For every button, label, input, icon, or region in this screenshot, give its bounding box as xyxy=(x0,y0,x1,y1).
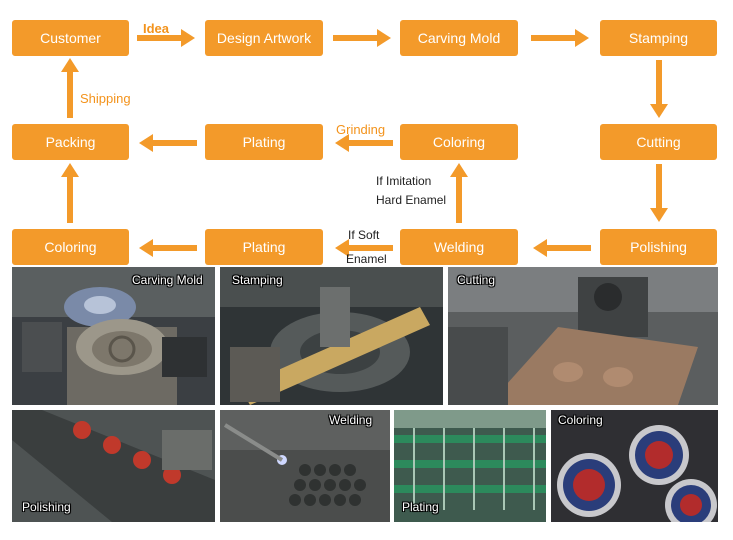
step-plating-bottom: Plating xyxy=(205,229,323,265)
caption-plating: Plating xyxy=(402,500,439,514)
arrow-up-icon xyxy=(61,163,79,223)
label-soft-line2: Enamel xyxy=(346,252,387,266)
cutting-image xyxy=(448,267,718,405)
step-coloring-mid: Coloring xyxy=(400,124,518,160)
photo-plating xyxy=(394,410,546,522)
label-imitation-line1: If Imitation xyxy=(376,174,432,188)
carving-mold-image xyxy=(12,267,215,405)
arrow-left-icon xyxy=(335,239,393,257)
arrow-right-icon xyxy=(137,29,195,47)
step-customer: Customer xyxy=(12,20,129,56)
step-cutting: Cutting xyxy=(600,124,717,160)
caption-stamping: Stamping xyxy=(232,273,283,287)
coloring-image xyxy=(551,410,718,522)
step-welding: Welding xyxy=(400,229,518,265)
arrow-left-icon xyxy=(139,134,197,152)
label-shipping: Shipping xyxy=(80,91,131,106)
arrow-up-icon xyxy=(61,58,79,118)
plating-image xyxy=(394,410,546,522)
label-idea: Idea xyxy=(143,21,170,36)
step-plating-top: Plating xyxy=(205,124,323,160)
arrow-right-icon xyxy=(531,29,589,47)
step-carving-mold: Carving Mold xyxy=(400,20,518,56)
arrow-left-icon xyxy=(533,239,591,257)
step-stamping: Stamping xyxy=(600,20,717,56)
arrow-right-icon xyxy=(333,29,391,47)
step-design-artwork: Design Artwork xyxy=(205,20,323,56)
caption-coloring: Coloring xyxy=(558,413,603,427)
arrow-down-icon xyxy=(650,60,668,118)
caption-polishing: Polishing xyxy=(22,500,71,514)
step-packing: Packing xyxy=(12,124,129,160)
arrow-left-icon xyxy=(335,134,393,152)
caption-cutting: Cutting xyxy=(457,273,496,287)
photo-coloring xyxy=(551,410,718,522)
label-soft-line1: If Soft xyxy=(348,228,380,242)
step-coloring-bottom: Coloring xyxy=(12,229,129,265)
welding-image xyxy=(220,410,390,522)
label-imitation-line2: Hard Enamel xyxy=(376,193,447,207)
photo-cutting xyxy=(448,267,718,405)
stamping-image xyxy=(220,267,443,405)
step-polishing: Polishing xyxy=(600,229,717,265)
photo-stamping xyxy=(220,267,443,405)
arrow-down-icon xyxy=(650,164,668,222)
label-grinding: Grinding xyxy=(336,122,386,137)
photo-polishing xyxy=(12,410,215,522)
arrow-left-icon xyxy=(139,239,197,257)
photo-carving-mold xyxy=(12,267,215,405)
photo-welding xyxy=(220,410,390,522)
caption-carving-mold: Carving Mold xyxy=(132,273,203,287)
caption-welding: Welding xyxy=(329,413,373,427)
polishing-image xyxy=(12,410,215,522)
arrow-up-icon xyxy=(450,163,468,223)
